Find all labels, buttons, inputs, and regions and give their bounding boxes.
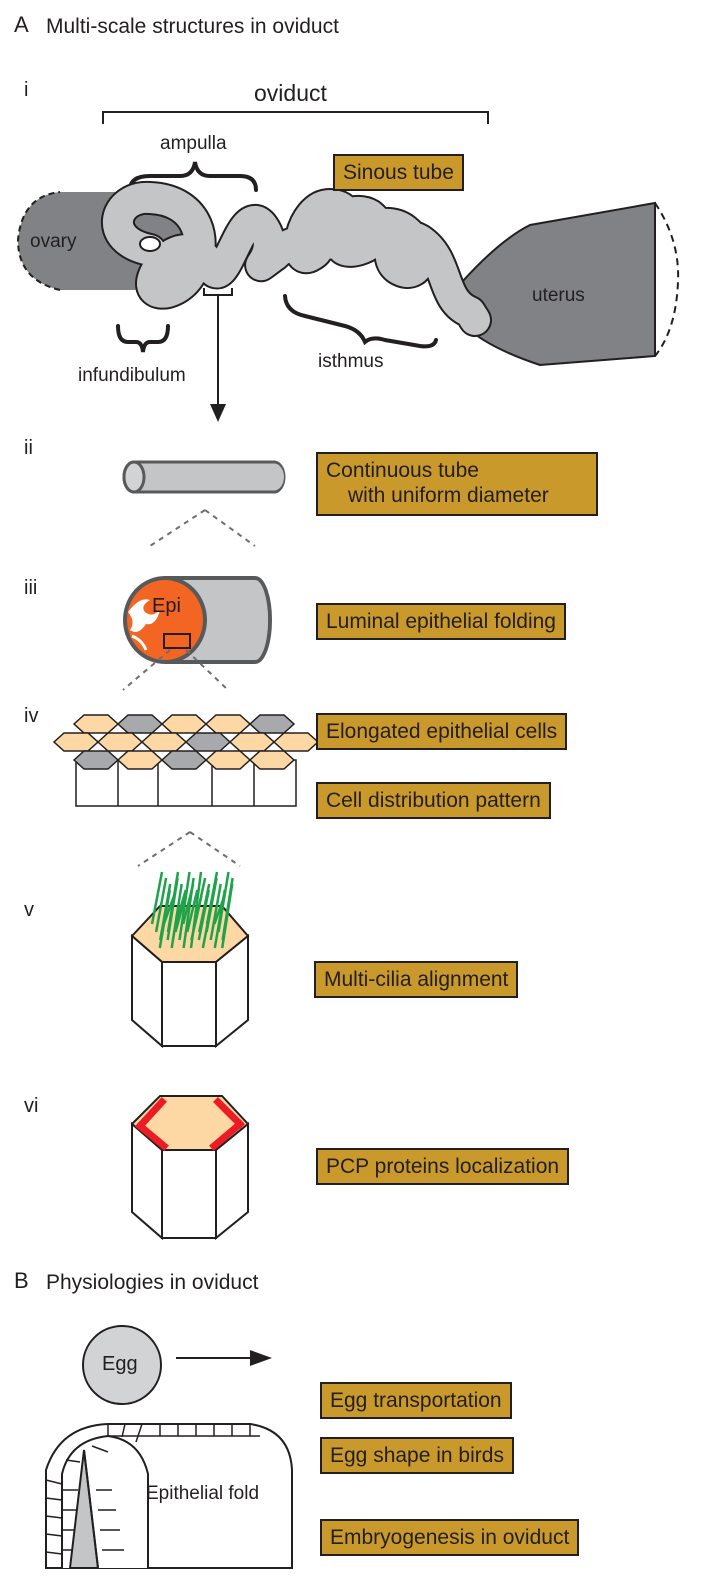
uniform-tube <box>122 460 286 494</box>
cilium <box>193 877 207 925</box>
cilium <box>174 895 187 933</box>
epithelial-cell <box>116 714 164 734</box>
epithelial-cell <box>116 750 164 770</box>
panel-a-title: Multi-scale structures in oviduct <box>46 15 339 38</box>
zoom-lines-iv <box>137 831 241 867</box>
uterus-shape <box>460 201 656 367</box>
ampulla-brace <box>128 161 258 192</box>
epithelial-cell <box>248 750 296 770</box>
label-i: i <box>24 79 29 101</box>
cilia-bundle <box>150 871 234 949</box>
cilium <box>154 877 168 933</box>
label-isthmus: isthmus <box>318 351 384 372</box>
segment-bracket <box>203 288 233 296</box>
epithelial-cell <box>184 732 232 752</box>
epithelial-cell <box>248 714 296 734</box>
zoom-lines-iii <box>122 649 229 691</box>
box-continuous-line2: with uniform diameter <box>348 484 549 508</box>
label-ampulla: ampulla <box>160 133 227 154</box>
label-iii: iii <box>24 577 38 599</box>
label-uterus: uterus <box>532 285 585 306</box>
zoom-lines-ii <box>149 509 256 547</box>
box-pcp: PCP proteins localization <box>316 1148 570 1185</box>
label-ovary: ovary <box>30 231 77 252</box>
cilium <box>150 871 164 925</box>
infundibulum-brace <box>116 324 170 353</box>
cell-sheet <box>52 714 320 807</box>
label-epithelial-fold: Epithelial fold <box>146 1483 260 1504</box>
egg-circle <box>82 1325 162 1405</box>
box-multicilia: Multi-cilia alignment <box>314 961 519 998</box>
box-sinous-tube: Sinous tube <box>333 154 464 191</box>
cilium <box>220 883 234 949</box>
cilium <box>181 883 195 925</box>
cilium <box>174 889 187 925</box>
zoom-arrow <box>210 296 226 422</box>
epithelial-cell <box>272 732 320 752</box>
cilium <box>189 871 203 949</box>
oviduct-bracket <box>102 111 489 124</box>
isthmus-brace <box>283 294 438 349</box>
epithelial-cell <box>52 732 100 752</box>
epithelial-fold-shape <box>45 1423 293 1569</box>
cilium <box>166 877 179 941</box>
egg-arrow <box>176 1350 272 1366</box>
epithelium-tube <box>123 576 272 664</box>
box-continuous-line1: Continuous tube <box>326 459 479 482</box>
epithelial-cell <box>140 732 188 752</box>
label-vi: vi <box>24 1095 39 1117</box>
label-oviduct: oviduct <box>254 80 327 106</box>
box-egg-transportation: Egg transportation <box>320 1382 512 1419</box>
epithelial-cell <box>160 714 208 734</box>
box-elongated-cells: Elongated epithelial cells <box>316 713 568 750</box>
label-infundibulum: infundibulum <box>78 365 186 386</box>
panel-a-letter: A <box>14 12 29 37</box>
cilium <box>178 871 191 941</box>
box-egg-shape: Egg shape in birds <box>320 1437 514 1474</box>
oviduct-tube <box>101 180 492 337</box>
cilium <box>217 871 230 933</box>
cilium <box>170 883 183 949</box>
epithelial-cell <box>72 714 120 734</box>
cilium <box>205 877 218 933</box>
box-continuous-tube: Continuous tube with uniform diameter <box>316 452 598 516</box>
epithelial-cell <box>72 750 120 770</box>
pcp-cell <box>130 1095 250 1241</box>
label-v: v <box>24 899 34 921</box>
box-cell-distribution: Cell distribution pattern <box>316 782 551 819</box>
box-embryogenesis: Embryogenesis in oviduct <box>320 1519 580 1556</box>
pcp-protein-bars <box>135 1097 245 1151</box>
infundibulum-opening <box>139 236 161 252</box>
cilium <box>197 889 211 941</box>
epithelial-cell <box>204 714 252 734</box>
epithelial-cell <box>228 732 276 752</box>
ciliated-cell <box>130 905 250 1049</box>
epithelial-cell <box>160 750 208 770</box>
label-ii: ii <box>24 437 33 459</box>
label-iv: iv <box>24 705 39 727</box>
label-epi: Epi <box>152 595 181 617</box>
cilium <box>186 889 199 933</box>
panel-b-letter: B <box>14 1268 29 1293</box>
epithelial-cell <box>204 750 252 770</box>
panel-b-title: Physiologies in oviduct <box>46 1271 259 1294</box>
label-egg: Egg <box>102 1353 138 1375</box>
box-luminal-folding: Luminal epithelial folding <box>316 603 566 640</box>
cilium <box>209 883 222 941</box>
epithelial-cell <box>96 732 144 752</box>
